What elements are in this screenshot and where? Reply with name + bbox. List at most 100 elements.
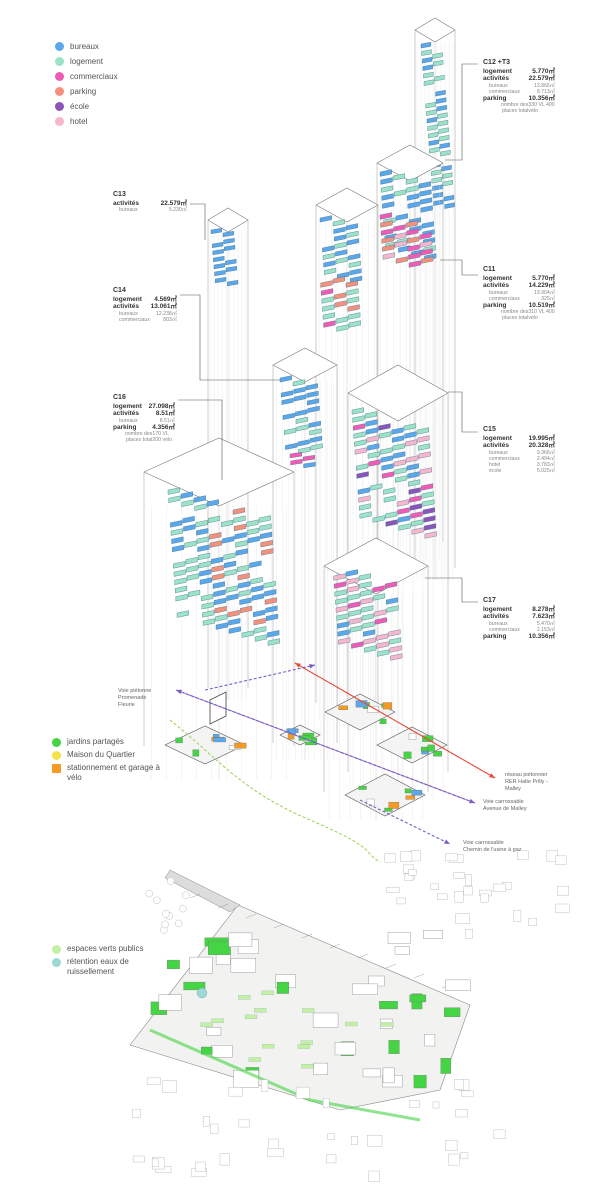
c12-slab <box>434 74 445 82</box>
c11-low-slab <box>381 228 394 236</box>
cmid-slab <box>347 238 360 246</box>
c12-slab <box>420 41 432 49</box>
c12-slab <box>436 97 447 104</box>
c15-slab <box>392 435 405 443</box>
c17-slab <box>362 621 375 629</box>
c14-row-key: activités <box>113 303 140 311</box>
c16-slab <box>251 593 264 601</box>
c16-slab <box>185 556 198 565</box>
c15-slab <box>408 479 421 487</box>
c15-slab <box>406 463 419 471</box>
c11-low-slab <box>381 236 394 244</box>
context-building <box>513 910 522 922</box>
c16-slab <box>186 573 199 581</box>
c12-slab <box>438 127 449 134</box>
context-building <box>195 1161 206 1172</box>
context-building <box>555 903 570 913</box>
c11-low-slab <box>379 212 392 220</box>
c13-slab <box>223 237 235 245</box>
c15-slab <box>409 503 422 511</box>
c16-slab <box>228 626 241 634</box>
c15-slab <box>424 523 437 531</box>
site-block <box>382 1067 395 1084</box>
c14-row-key: logement <box>113 295 142 303</box>
podium-c17-block <box>388 802 400 809</box>
c11-row-key: bureaux <box>489 289 508 296</box>
leader-c14 <box>180 294 280 381</box>
c16-slab <box>212 581 225 589</box>
c12-slab <box>433 59 444 67</box>
c16-slab <box>234 531 247 540</box>
site-block <box>189 956 213 974</box>
context-building <box>210 1123 219 1134</box>
retention-swatch <box>52 958 61 967</box>
context-building <box>455 1109 468 1118</box>
c14-row-value: 803㎡ <box>163 316 177 323</box>
cmid-low-slab <box>332 276 345 284</box>
c17-name: C17 <box>483 597 496 604</box>
arrow-malley-b-line <box>175 689 476 804</box>
cmid-low-slab <box>335 316 348 324</box>
context-building <box>461 1090 474 1097</box>
leader-c15 <box>448 391 478 433</box>
c17-slab <box>360 597 373 605</box>
c12-row-key: activités <box>483 75 510 83</box>
c12-slab <box>426 116 438 124</box>
c16-slab <box>240 605 253 614</box>
ground-legend: jardins partagés Maison du Quartier stat… <box>52 737 162 786</box>
c16-slab <box>182 515 195 524</box>
c16-slab <box>238 589 251 597</box>
c15-slab <box>392 443 405 451</box>
public-green <box>300 1040 313 1045</box>
c17-slab <box>347 593 360 601</box>
legend-item-hotel: hotel <box>55 114 118 129</box>
cmid-low-slab <box>346 288 359 296</box>
podium-c17-deck <box>344 773 426 817</box>
c16-slab <box>215 614 228 622</box>
rail-line <box>329 943 341 949</box>
leader-c17 <box>425 577 478 603</box>
c13-slab <box>227 279 239 287</box>
c16-slab <box>267 638 280 646</box>
c13-slab <box>213 255 225 263</box>
podium-c17-block <box>404 788 412 794</box>
cmid-low-slab <box>321 288 334 296</box>
cmid-slab <box>334 241 347 249</box>
site-block <box>230 958 257 973</box>
c14-slab <box>285 442 298 450</box>
cmid-low-slab <box>334 292 347 300</box>
cmid-slab <box>322 252 335 260</box>
public-green <box>345 1021 358 1027</box>
c11-row-value: 14.229㎡ <box>528 282 555 290</box>
c16-slab <box>214 605 227 614</box>
cmid-slab <box>334 234 347 242</box>
c15-slab <box>393 459 406 467</box>
c17-slab <box>376 641 389 649</box>
c12-slab <box>428 139 439 146</box>
context-building <box>151 1158 159 1167</box>
c13-slab <box>212 241 224 249</box>
context-building <box>238 1119 250 1128</box>
c16-slab <box>209 540 222 548</box>
note-usine: Voie carrossable Chemin de l'usine à gaz <box>463 840 522 853</box>
c16-slab <box>176 610 189 618</box>
cmid-low-slab <box>348 312 361 320</box>
c16-slab <box>197 544 210 552</box>
c11-low-slab <box>393 224 406 232</box>
tree <box>166 877 175 885</box>
c12-slab <box>428 131 439 139</box>
bureaux-swatch <box>55 42 64 51</box>
c12-slab <box>437 119 449 127</box>
c15-slab <box>391 427 404 435</box>
c12-slab <box>439 142 450 149</box>
tower-c14-roof <box>272 347 338 383</box>
c17-slab <box>390 653 403 661</box>
note-malley: Voie carrossable Avenue de Malley <box>483 799 527 812</box>
